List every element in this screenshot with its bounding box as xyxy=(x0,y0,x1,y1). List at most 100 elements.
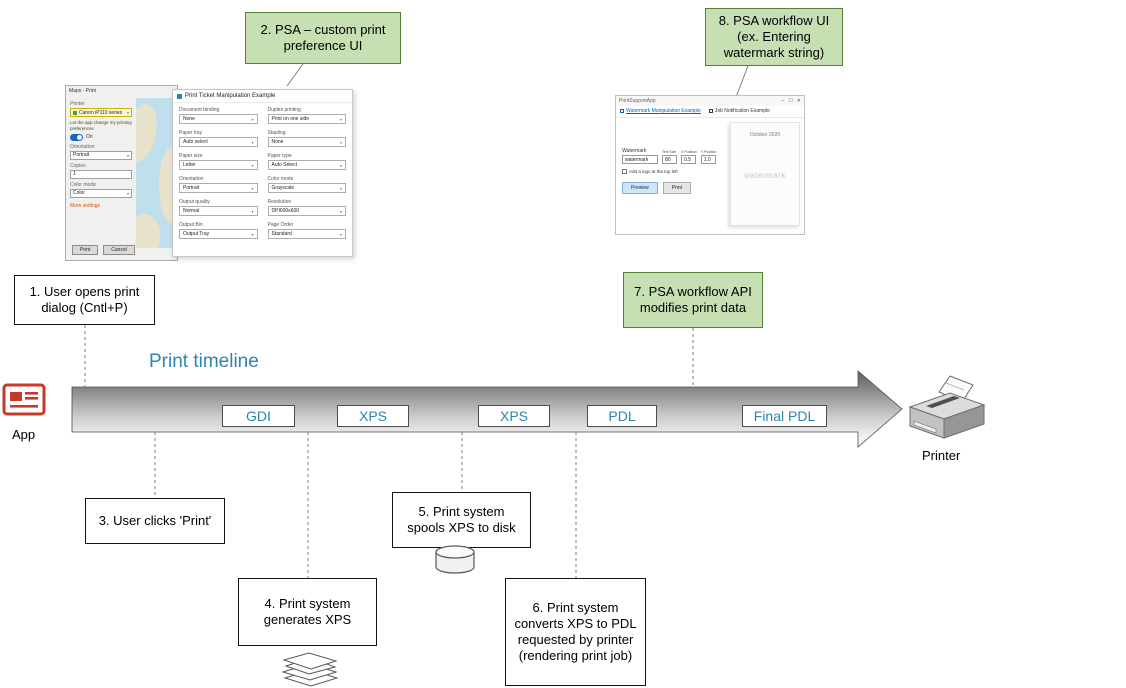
field-label: Orientation xyxy=(179,176,204,182)
field-select[interactable]: Print on one side ▾ xyxy=(267,114,346,124)
timeline-stage-final-pdl: Final PDL xyxy=(742,405,827,427)
wm-print-button[interactable]: Print xyxy=(662,182,692,194)
callout-line xyxy=(735,65,749,98)
ticket-field: Duplex printing Print on one side▾ xyxy=(267,107,346,124)
logo-checkbox[interactable] xyxy=(622,169,627,174)
field-label: Page Order xyxy=(267,222,294,228)
ticket-field: Document binding None▾ xyxy=(179,107,258,124)
field-select[interactable]: Auto Select▾ xyxy=(267,160,346,170)
field-value: Print on one side xyxy=(271,116,310,122)
close-icon[interactable]: ✕ xyxy=(796,98,801,104)
field-select[interactable]: DPI600x600▾ xyxy=(267,206,346,216)
field-select[interactable]: Grayscale▾ xyxy=(267,183,346,193)
field-select[interactable]: None▾ xyxy=(267,137,346,147)
print-dialog-screenshot: Maps - Print Printer Canon iP110 series … xyxy=(65,85,353,261)
x-position-input[interactable]: 0.5 xyxy=(681,155,696,164)
field-label: Paper tray xyxy=(179,130,203,136)
preview-watermark-text: watermark xyxy=(744,171,786,180)
preview-date-text: October 2020 xyxy=(749,132,781,138)
ticket-field: Page Order Standard▾ xyxy=(267,222,346,239)
printer-select-value: Canon iP110 series xyxy=(79,109,123,116)
map-land-shape xyxy=(136,214,160,248)
ticket-field: Output quality Normal▾ xyxy=(179,199,258,216)
callout-step2: 2. PSA – custom print preference UI xyxy=(245,12,401,64)
color-mode-select[interactable]: Color ▾ xyxy=(70,188,132,198)
watermark-label: Watermark xyxy=(622,148,647,154)
maps-print-controls: Printer Canon iP110 series ▾ Let the app… xyxy=(70,98,132,209)
maximize-icon[interactable]: ☐ xyxy=(788,98,793,104)
chevron-down-icon: ▾ xyxy=(126,110,129,115)
ticket-field: Color mode Grayscale▾ xyxy=(267,176,346,193)
y-position-label: Y Position xyxy=(700,150,717,154)
watermark-input[interactable]: watermark xyxy=(622,155,658,164)
ticket-field: Paper tray Auto select ▾ xyxy=(179,130,258,147)
chevron-down-icon: ▾ xyxy=(251,139,254,145)
field-select[interactable]: Portrait▾ xyxy=(179,183,258,193)
copies-input[interactable]: 1 xyxy=(70,169,132,179)
orientation-label: Orientation xyxy=(70,143,95,150)
paper-stack-icon xyxy=(281,652,339,687)
maps-window-title: Maps - Print xyxy=(69,88,96,94)
field-value: Standard xyxy=(271,231,292,237)
step3-box: 3. User clicks 'Print' xyxy=(85,498,225,544)
ticket-field: Output Bin Output Tray▾ xyxy=(179,222,258,239)
chevron-down-icon: ▾ xyxy=(126,190,129,196)
field-select[interactable]: None▾ xyxy=(179,114,258,124)
chevron-down-icon: ▾ xyxy=(339,116,342,122)
printer-label: Printer xyxy=(922,448,961,463)
field-select[interactable]: Normal▾ xyxy=(179,206,258,216)
printer-label: Printer xyxy=(70,101,85,107)
field-select[interactable]: Letter▾ xyxy=(179,160,258,170)
chevron-down-icon: ▾ xyxy=(251,208,254,214)
chevron-down-icon: ▾ xyxy=(251,116,254,122)
field-label: Resolution xyxy=(267,199,292,205)
field-label: Paper type xyxy=(267,153,292,159)
logo-checkbox-label: Add a logo at the top left xyxy=(629,169,678,174)
field-label: Output Bin xyxy=(179,222,203,228)
print-button[interactable]: Print xyxy=(72,245,99,255)
preferences-toggle[interactable] xyxy=(70,133,83,141)
field-select[interactable]: Standard▾ xyxy=(267,229,346,239)
print-ticket-panel: Print Ticket Manipulation Example Docume… xyxy=(172,89,353,257)
field-value: Auto Select xyxy=(271,162,298,168)
toggle-state-label: On xyxy=(86,134,93,141)
copies-value: 1 xyxy=(73,171,76,178)
step6-box: 6. Print system converts XPS to PDL requ… xyxy=(505,578,646,686)
preview-button[interactable]: Preview xyxy=(622,182,658,194)
orientation-select[interactable]: Portrait ▾ xyxy=(70,150,132,160)
chevron-down-icon: ▾ xyxy=(251,185,254,191)
x-position-label: X Position xyxy=(681,150,697,154)
field-select[interactable]: Output Tray▾ xyxy=(179,229,258,239)
cancel-button[interactable]: Cancel xyxy=(103,245,135,255)
text-size-input[interactable]: 80 xyxy=(662,155,677,164)
callout-line xyxy=(286,63,304,87)
tab-job-notification[interactable]: Job Notification Example xyxy=(708,108,770,114)
watermark-window-title: PrintSupportApp xyxy=(619,98,656,104)
field-label: Paper size xyxy=(179,153,203,159)
minimize-icon[interactable]: – xyxy=(781,98,785,104)
chevron-down-icon: ▾ xyxy=(126,152,129,158)
printer-icon xyxy=(908,375,986,439)
tab-watermark-manipulation[interactable]: Watermark Manipulation Example xyxy=(620,108,701,114)
panel-title-text: Print Ticket Manipulation Example xyxy=(185,93,276,99)
callout-step8: 8. PSA workflow UI (ex. Entering waterma… xyxy=(705,8,843,66)
field-value: Output Tray xyxy=(183,231,210,237)
printer-icon xyxy=(177,93,182,99)
print-ticket-panel-title: Print Ticket Manipulation Example xyxy=(173,90,352,103)
map-print-preview xyxy=(136,98,177,248)
field-select[interactable]: Auto select ▾ xyxy=(179,137,258,147)
tab-label: Watermark Manipulation Example xyxy=(626,108,701,114)
watermark-tabs: Watermark Manipulation Example Job Notif… xyxy=(616,106,804,118)
field-value: Letter xyxy=(183,162,196,168)
timeline-stage-gdi: GDI xyxy=(222,405,295,427)
copies-label: Copies xyxy=(70,162,86,169)
field-value: DPI600x600 xyxy=(271,208,300,214)
y-position-input[interactable]: 1.0 xyxy=(700,155,716,164)
watermark-tab-icon xyxy=(620,109,624,113)
more-settings-link[interactable]: More settings xyxy=(70,202,101,209)
disk-icon xyxy=(435,545,475,574)
callout-step7: 7. PSA workflow API modifies print data xyxy=(623,272,763,328)
field-value: Auto select xyxy=(183,139,208,145)
printer-select[interactable]: Canon iP110 series ▾ xyxy=(70,108,132,117)
text-size-label: Text Size xyxy=(662,150,677,154)
